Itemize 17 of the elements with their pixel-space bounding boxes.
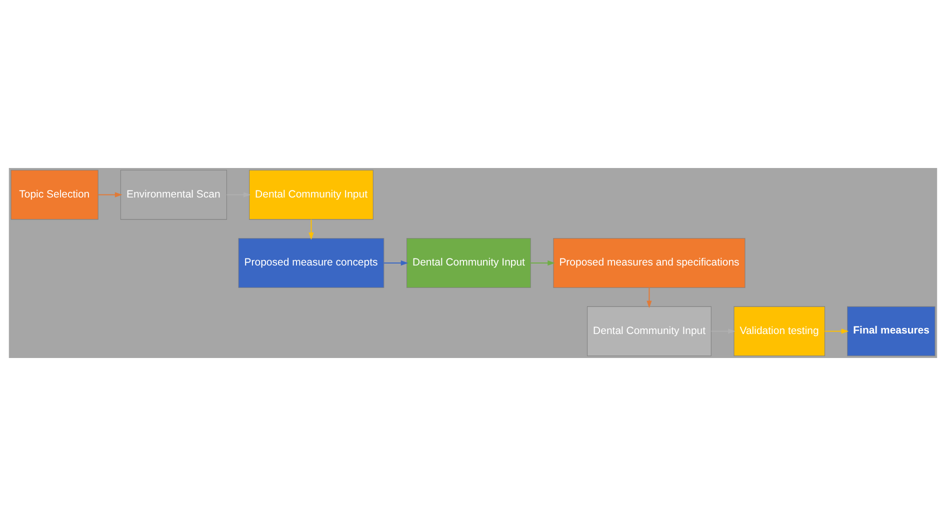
node-box: Environmental Scan xyxy=(120,169,227,220)
node-box: Proposed measure concepts xyxy=(238,238,384,288)
node-box: Dental Community Input xyxy=(249,169,374,220)
node-box: Proposed measures and specifications xyxy=(553,238,746,288)
arrow xyxy=(711,328,736,334)
node-box: Dental Community Input xyxy=(587,306,712,356)
node-box: Dental Community Input xyxy=(406,238,531,288)
arrow xyxy=(530,260,555,266)
arrow xyxy=(384,260,408,266)
arrow xyxy=(824,328,849,334)
node-box: Final measures xyxy=(847,306,936,356)
arrow xyxy=(226,192,251,197)
arrow xyxy=(98,192,122,197)
node-box: Validation testing xyxy=(734,306,826,356)
arrow xyxy=(646,287,652,308)
arrow xyxy=(308,219,314,240)
node-box: Topic Selection xyxy=(10,169,98,220)
